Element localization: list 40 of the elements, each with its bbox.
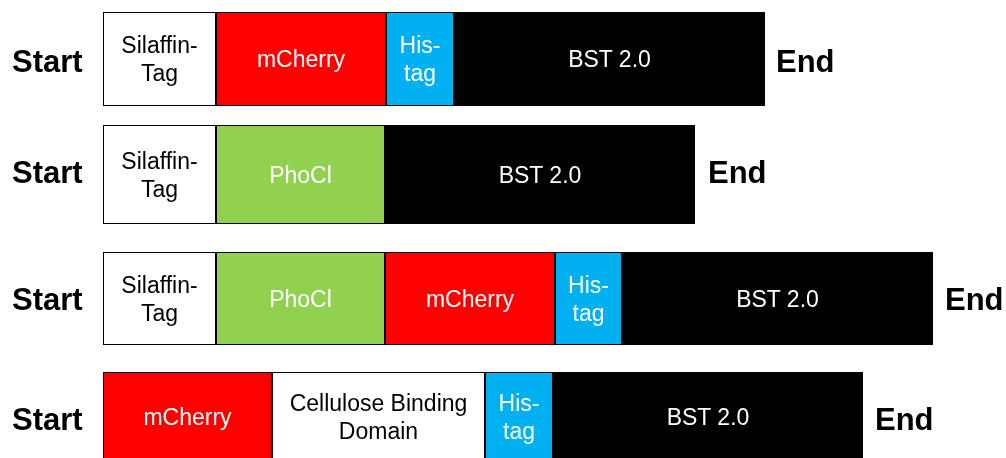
domain-label: BST 2.0 bbox=[498, 160, 582, 189]
domain-label: Silaffin- Tag bbox=[120, 31, 199, 87]
terminus-label: End bbox=[708, 155, 767, 191]
terminus-label: Start bbox=[12, 44, 83, 80]
domain-label: PhoCl bbox=[269, 160, 332, 189]
domain-label: mCherry bbox=[425, 284, 515, 313]
domain-label: Cellulose Binding Domain bbox=[288, 389, 469, 445]
domain-label: BST 2.0 bbox=[736, 284, 819, 313]
domain-label: His- tag bbox=[497, 389, 541, 445]
domain-block bbox=[385, 125, 695, 224]
domain-block bbox=[386, 12, 454, 106]
domain-label: His- tag bbox=[567, 270, 610, 327]
domain-block bbox=[555, 252, 622, 345]
terminus-label: Start bbox=[12, 155, 83, 191]
domain-block bbox=[385, 252, 555, 345]
domain-label: Silaffin- Tag bbox=[120, 146, 199, 203]
terminus-label: Start bbox=[12, 402, 83, 438]
domain-block bbox=[216, 125, 385, 224]
domain-block bbox=[103, 372, 272, 458]
domain-label: BST 2.0 bbox=[568, 45, 651, 73]
domain-block bbox=[103, 252, 216, 345]
domain-block bbox=[216, 12, 386, 106]
domain-block bbox=[272, 372, 485, 458]
domain-block bbox=[485, 372, 553, 458]
terminus-label: End bbox=[875, 402, 934, 438]
domain-label: mCherry bbox=[143, 403, 232, 431]
domain-label: Silaffin- Tag bbox=[120, 270, 199, 327]
terminus-label: End bbox=[945, 282, 1004, 318]
domain-label: BST 2.0 bbox=[666, 403, 750, 431]
terminus-label: End bbox=[776, 44, 835, 80]
domain-block bbox=[553, 372, 863, 458]
domain-label: PhoCl bbox=[269, 284, 332, 313]
domain-block bbox=[454, 12, 765, 106]
domain-label: mCherry bbox=[256, 45, 346, 73]
domain-block bbox=[103, 12, 216, 106]
domain-block bbox=[103, 125, 216, 224]
domain-block bbox=[622, 252, 933, 345]
terminus-label: Start bbox=[12, 282, 83, 318]
domain-label: His- tag bbox=[398, 31, 442, 87]
domain-block bbox=[216, 252, 385, 345]
